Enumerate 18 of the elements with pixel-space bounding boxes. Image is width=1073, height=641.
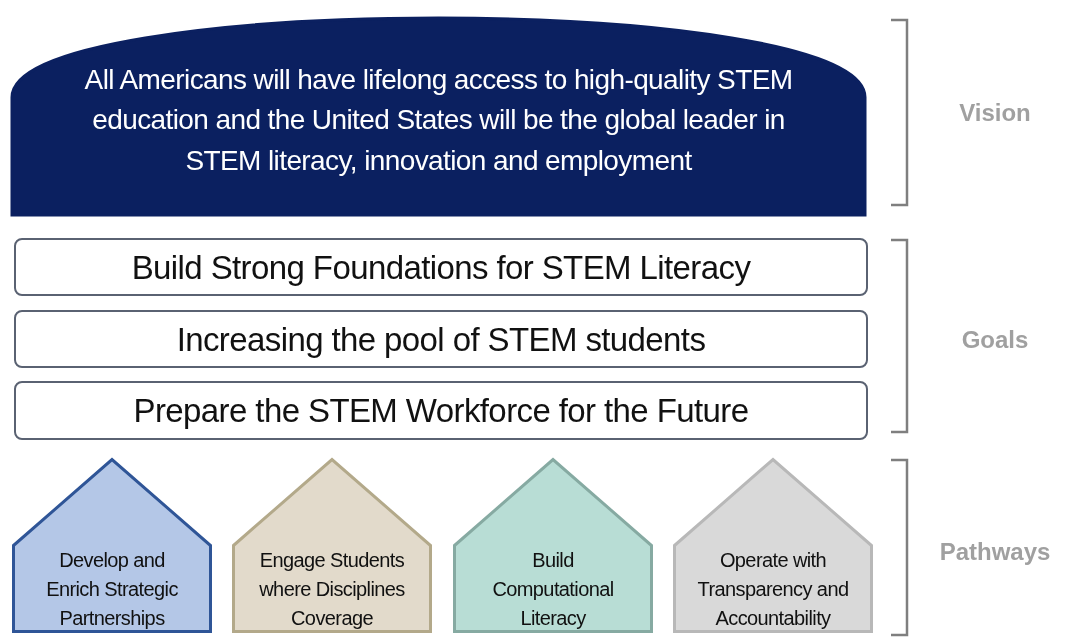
vision-statement: All Americans will have lifelong access to high-quality STEM education and the United States will be the global leader in STEM literacy, innovation and employment <box>83 62 794 178</box>
section-label: Pathways <box>938 538 1052 566</box>
goal-box <box>14 238 868 296</box>
pathway-text: Operate with Transparency and Accountability <box>696 547 850 631</box>
section-label: Goals <box>960 326 1030 354</box>
goal-box <box>14 310 868 368</box>
goal-text: Increasing the pool of STEM students <box>175 319 707 360</box>
pathway-pentagon <box>453 458 653 633</box>
pathway-text: Develop and Enrich Strategic Partnerships <box>45 547 179 631</box>
goal-text: Build Strong Foundations for STEM Literacy <box>130 247 752 288</box>
section-label: Vision <box>958 99 1032 127</box>
pathway-pentagon <box>232 458 432 633</box>
goal-text: Prepare the STEM Workforce for the Future <box>132 391 750 431</box>
pathway-pentagon <box>673 458 873 633</box>
goal-box <box>14 381 868 440</box>
pathway-pentagon <box>12 458 212 633</box>
pathway-text: Build Computational Literacy <box>491 547 615 631</box>
pathway-text: Engage Students where Disciplines Coverage <box>258 547 406 631</box>
